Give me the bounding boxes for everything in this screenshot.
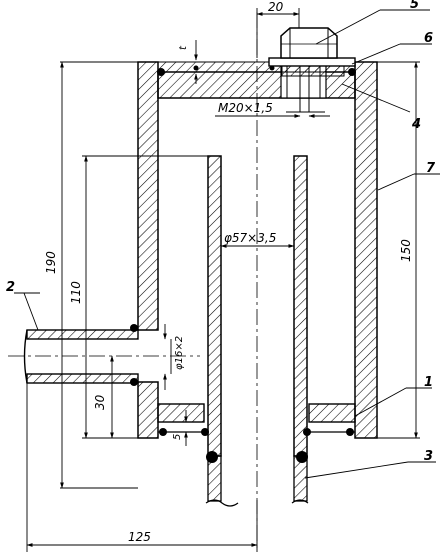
inner-tube xyxy=(205,155,309,507)
part-label-2: 2 xyxy=(6,280,15,295)
part-label-7: 7 xyxy=(426,161,436,176)
dim-height-30: 30 xyxy=(93,394,107,410)
side-pipe xyxy=(23,329,139,384)
dim-pipe-size: φ16×2 xyxy=(174,336,185,370)
part-label-3: 3 xyxy=(424,449,433,464)
outer-shell xyxy=(137,61,378,439)
dim-width-20: 20 xyxy=(268,0,284,14)
part-label-1: 1 xyxy=(424,375,433,390)
top-cover xyxy=(157,61,356,113)
dim-thread: M20×1,5 xyxy=(218,101,273,115)
dim-width-125: 125 xyxy=(128,530,151,544)
dim-height-190: 190 xyxy=(44,251,58,274)
dim-top-gap: t xyxy=(178,45,189,50)
dim-tube-size: φ57×3,5 xyxy=(224,231,276,245)
part-label-6: 6 xyxy=(424,31,433,46)
bottom-ring xyxy=(157,403,356,433)
center-lines xyxy=(8,12,258,548)
bolt xyxy=(268,27,356,67)
dim-height-150: 150 xyxy=(399,239,413,262)
part-label-5: 5 xyxy=(410,0,419,12)
leader-lines xyxy=(14,9,440,479)
dimension-lines xyxy=(26,8,420,552)
dim-height-110: 110 xyxy=(69,281,83,304)
part-label-4: 4 xyxy=(411,117,421,132)
dim-gap-5: 5 xyxy=(172,434,183,440)
